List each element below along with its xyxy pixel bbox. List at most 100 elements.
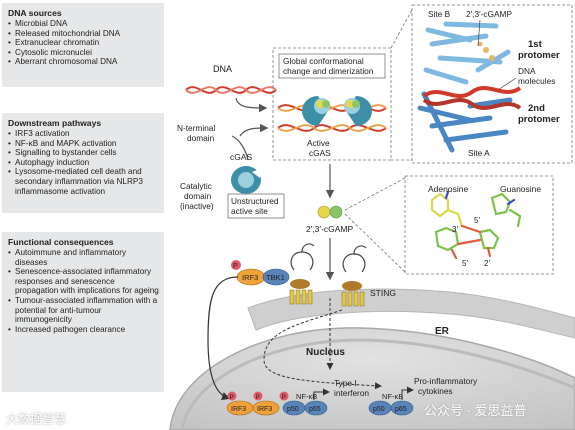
watermark-left: 大数据智慧 [6,412,67,426]
active-cgas-label-2: cGAS [309,148,331,158]
nucleus-label: Nucleus [306,347,345,358]
list-item: IRF3 activation [8,129,159,139]
arrow-type1-ifn [313,388,330,400]
p65-label-2: p65 [395,406,407,413]
catalytic-label-3: (inactive) [180,201,214,211]
irf3-label: IRF3 [242,273,258,282]
cgas-label: cGAS [230,152,253,162]
active-cgas-dimer [302,96,372,126]
p65-label-1: p65 [309,406,321,413]
irf3-nuc-label-1: IRF3 [231,406,246,413]
type1-ifn-label-1: Type I [334,378,357,388]
inactive-cgas [231,166,262,194]
watermark-right: 公众号 · 爱思益普 [424,403,527,418]
list-item: Senescence-associated inflammatory respo… [8,267,159,296]
list-item: Autoimmune and inflammatory diseases [8,248,159,267]
proinflammatory-label-1: Pro-inflammatory [414,376,478,386]
global-change-label-2: change and dimerization [283,66,374,76]
cgamp-structure-label: 2′,3′-cGAMP [466,9,512,19]
unstructured-box [227,193,285,219]
irf3-tbk1-complex [231,260,290,286]
n-terminal-label-1: N-terminal [177,123,215,133]
dna-molecules-label-2: molecules [518,76,555,86]
proinflammatory-label-2: cytokines [418,386,453,396]
dna-sources-title: DNA sources [8,8,62,18]
list-item: Microbial DNA [8,19,159,29]
downstream-list: IRF3 activation NF-κB and MAPK activatio… [8,129,159,196]
second-protomer-label-1: 2nd [528,103,545,114]
sting-dimer-left [289,243,315,305]
functional-title: Functional consequences [8,237,114,247]
unstructured-label-2: active site [231,206,268,216]
functional-consequences-box: Functional consequences Autoimmune and i… [2,232,164,392]
sting-dimer-right [341,245,367,307]
cgamp-structure-panel [404,175,554,275]
n-terminal-tail [231,135,249,161]
dna-molecules-label-1: DNA [518,66,536,76]
list-item: Autophagy induction [8,158,159,168]
first-protomer-label-2: protomer [518,50,560,61]
downstream-title: Downstream pathways [8,118,102,128]
two-prime-label: 2′ [484,259,490,268]
guanosine-label: Guanosine [500,184,541,194]
dna-ladder-bottom [277,124,387,132]
p-label-nuc-2: P [256,394,260,401]
unstructured-label-1: Unstructured [231,196,279,206]
list-item: Tumour-associated inflammation with a po… [8,296,159,325]
nfkb-complex-1 [279,391,328,416]
p-label-nuc-1: P [230,394,234,401]
arrow-cgas-to-active [239,123,269,137]
irf3-dimer-nuclear [226,391,280,416]
dna-sources-list: Microbial DNA Released mitochondrial DNA… [8,19,159,67]
cgamp-label: 2′,3′-cGAMP [306,224,353,234]
three-prime-label: 3′ [452,225,458,234]
site-b-label: Site B [428,9,451,19]
site-a-label: Site A [468,148,490,158]
active-cgas-label-1: Active [307,138,330,148]
sting-label: STING [370,288,396,298]
arrow-proinflammatory [401,386,414,400]
type1-ifn-label-2: interferon [334,388,369,398]
dna-label: DNA [213,64,232,74]
five-prime-top-label: 5′ [474,216,480,225]
cgamp-molecule [317,205,343,219]
list-item: NF-κB and MAPK activation [8,139,159,149]
cgamp-pointer [477,19,481,47]
zoom-line-4 [344,213,406,273]
zoom-line-1 [390,9,413,49]
p50-label-1: p50 [287,406,299,413]
list-item: Cytosolic micronuclei [8,48,159,58]
global-change-label-1: Global conformational [283,56,364,66]
list-item: Signalling to bystander cells [8,148,159,158]
list-item: Aberrant chromosomal DNA [8,57,159,67]
nuclear-envelope [180,338,575,430]
conformational-box [278,53,386,79]
dna-sources-box: DNA sources Microbial DNA Released mitoc… [2,3,164,87]
list-item: Released mitochondrial DNA [8,29,159,39]
arrow-irf3-to-nucleus [207,276,239,401]
nfkb-label-1: NF-κB [296,392,317,401]
p50-label-2: p50 [373,406,385,413]
arrow-dna-to-cgas [235,97,268,113]
dna-pointer [497,77,517,91]
zoom-line-3 [344,177,406,211]
second-protomer-label-2: protomer [518,114,560,125]
tbk1-label: TBK1 [266,273,285,282]
p-label-nuc-3: P [282,394,286,401]
downstream-pathways-box: Downstream pathways IRF3 activation NF-κ… [2,113,164,213]
er-label: ER [435,326,450,337]
protein-structure-image [417,21,522,153]
five-prime-bottom-label: 5′ [462,259,468,268]
functional-list: Autoimmune and inflammatory diseases Sen… [8,248,159,334]
cgamp-stick-model [430,190,522,260]
nfkb-complex-2 [368,400,414,416]
catalytic-label-1: Catalytic [180,181,212,191]
catalytic-label-2: domain [184,191,212,201]
irf3-nuc-label-2: IRF3 [257,406,272,413]
p-label-irf3: P [233,263,238,270]
dna-strand [185,86,277,94]
list-item: Increased pathogen clearance [8,325,159,335]
list-item: Lysosome-mediated cell death and seconda… [8,167,159,196]
er-membrane [247,288,575,339]
